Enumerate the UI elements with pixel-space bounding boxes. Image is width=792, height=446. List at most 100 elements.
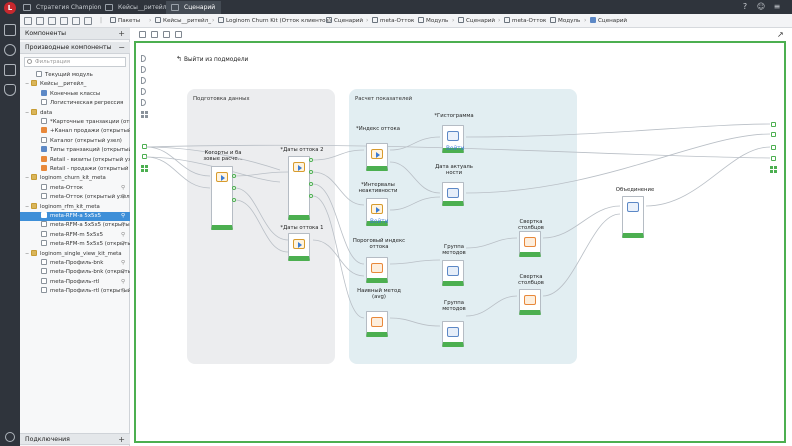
packages-icon[interactable] <box>4 24 16 36</box>
tree-toggle-icon[interactable]: − <box>25 203 30 210</box>
expand-corner-icon[interactable]: ↗ <box>777 30 784 39</box>
save-icon[interactable] <box>24 17 32 25</box>
breadcrumb-item[interactable]: meta-Отток <box>504 14 546 28</box>
run-icon[interactable] <box>60 17 68 25</box>
tree-item[interactable]: Типы транзакций (открытый ... <box>20 146 130 155</box>
expand-icon[interactable]: + <box>118 435 125 444</box>
tree-item[interactable]: Логистическая регрессия <box>20 99 130 108</box>
tree-item[interactable]: Каталог (открытый узел) <box>20 136 130 146</box>
input-port-icon[interactable] <box>141 77 146 84</box>
refresh-icon[interactable] <box>48 17 56 25</box>
tab-strategy-champion[interactable]: Стратегия Champion <box>18 1 107 14</box>
pointer-tool-icon[interactable] <box>139 31 146 38</box>
variables-port-icon[interactable] <box>141 165 148 172</box>
node-actuality-date[interactable] <box>442 182 464 206</box>
breadcrumb-item[interactable]: Loginom Churn Kit (Отток клиентов) <box>218 14 331 28</box>
tree-item[interactable]: meta-Профиль-bnk (открытый ...⚲ <box>20 268 130 277</box>
user-icon[interactable]: ☺ <box>756 2 766 11</box>
tree-item[interactable]: meta-RFM-m 5x5x5 (открытый ...⚲ <box>20 240 130 249</box>
output-port-icon[interactable] <box>309 158 313 162</box>
tree-item[interactable]: meta-RFM-a 5x5x5⚲ <box>20 212 130 222</box>
variables-port-icon[interactable] <box>770 166 777 173</box>
node-cohorts[interactable] <box>211 166 233 230</box>
tree-item[interactable]: −Кейсы__ритейл_ <box>20 80 130 89</box>
settings-icon[interactable] <box>72 17 80 25</box>
exit-submodel-button[interactable]: ↰Выйти из подмодели <box>176 55 249 63</box>
breadcrumb-item[interactable]: Сценарий <box>458 14 495 28</box>
output-port-icon[interactable] <box>771 145 776 150</box>
tree-item[interactable]: meta-RFM-a 5x5x5 (открытый ...⚲ <box>20 221 130 230</box>
undo-icon[interactable] <box>36 17 44 25</box>
node-histogram[interactable] <box>442 125 464 153</box>
input-port-icon[interactable] <box>141 99 146 106</box>
zoom-tool-icon[interactable] <box>175 31 182 38</box>
variables-port-icon[interactable] <box>141 111 148 118</box>
tab-scenario[interactable]: Сценарий <box>166 1 222 14</box>
node-inactivity-intervals[interactable] <box>366 198 388 226</box>
tree-toggle-icon[interactable]: − <box>25 81 30 88</box>
breadcrumb-item[interactable]: Сценарий <box>326 14 363 28</box>
tree-item[interactable]: meta-Профиль-bnk⚲ <box>20 259 130 268</box>
tree-toggle-icon[interactable]: − <box>25 175 30 182</box>
breadcrumb-item[interactable]: Модуль <box>418 14 448 28</box>
tree-toggle-icon[interactable]: − <box>25 250 30 257</box>
node-churn-index[interactable] <box>366 143 388 171</box>
menu-icon[interactable]: ≡ <box>773 2 781 11</box>
info-icon[interactable] <box>5 432 15 442</box>
node-union[interactable] <box>622 196 644 238</box>
tree-item[interactable]: meta-Профиль-rtl (открытый уз...⚲ <box>20 287 130 296</box>
output-port-icon[interactable] <box>232 174 236 178</box>
node-naive-method[interactable] <box>366 311 388 337</box>
tree-item[interactable]: meta-Отток (открытый узел)⚲ <box>20 193 130 202</box>
breadcrumb-item[interactable]: Кейсы__ритейл_ <box>155 14 211 28</box>
tree-item[interactable]: Конечные классы <box>20 89 130 99</box>
input-port-icon[interactable] <box>142 154 147 159</box>
connections-header[interactable]: Подключения+ <box>20 433 130 445</box>
output-port-icon[interactable] <box>309 182 313 186</box>
node-column-fold-2[interactable] <box>519 289 541 315</box>
node-threshold-index[interactable] <box>366 257 388 283</box>
collapse-icon[interactable]: − <box>118 43 125 52</box>
breadcrumb-item[interactable]: meta-Отток <box>372 14 414 28</box>
tree-item[interactable]: −loginom_single_view_kit_meta <box>20 249 130 259</box>
derived-components-header[interactable]: Производные компоненты− <box>20 42 130 54</box>
expand-icon[interactable]: + <box>118 29 125 38</box>
input-port-icon[interactable] <box>141 66 146 73</box>
breadcrumb-current[interactable]: Сценарий <box>590 14 627 28</box>
node-method-group-2[interactable] <box>442 321 464 347</box>
output-port-icon[interactable] <box>232 186 236 190</box>
tree-item[interactable]: *Карточные транзакции (отк... <box>20 118 130 127</box>
node-churn-dates-2[interactable] <box>288 156 310 220</box>
tree-item[interactable]: meta-Профиль-rtl⚲ <box>20 277 130 287</box>
tree-item[interactable]: +Канал продажи (открытый уз... <box>20 127 130 136</box>
output-port-icon[interactable] <box>309 170 313 174</box>
output-port-icon[interactable] <box>771 156 776 161</box>
input-port-icon[interactable] <box>141 88 146 95</box>
input-port-icon[interactable] <box>141 55 146 62</box>
compass-icon[interactable] <box>4 44 16 56</box>
input-port-icon[interactable] <box>142 144 147 149</box>
select-tool-icon[interactable] <box>151 31 158 38</box>
output-port-icon[interactable] <box>771 122 776 127</box>
breadcrumb-item[interactable]: Модуль <box>550 14 580 28</box>
tree-item[interactable]: Retail - визиты (открытый узел) <box>20 155 130 165</box>
output-port-icon[interactable] <box>771 132 776 137</box>
breadcrumb-item[interactable]: Пакеты <box>110 14 140 28</box>
enter-button[interactable]: Войти <box>446 146 465 152</box>
tree-item[interactable]: −data <box>20 108 130 118</box>
tree-item[interactable]: meta-Отток⚲ <box>20 183 130 193</box>
tree-toggle-icon[interactable]: − <box>25 109 30 116</box>
help-icon[interactable]: ? <box>742 2 748 11</box>
output-port-icon[interactable] <box>232 198 236 202</box>
tree-item[interactable]: Текущий модуль <box>20 71 130 80</box>
filter-input[interactable]: Фильтрация <box>24 57 126 67</box>
tree-item[interactable]: −loginom_churn_kit_meta <box>20 174 130 183</box>
node-column-fold-1[interactable] <box>519 231 541 257</box>
users-settings-icon[interactable] <box>4 84 16 96</box>
enter-button[interactable]: Войти <box>370 219 389 225</box>
tree-item[interactable]: Retail - продажи (открытый уз... <box>20 165 130 174</box>
components-header[interactable]: Компоненты+ <box>20 28 130 40</box>
node-churn-dates-1[interactable] <box>288 233 310 261</box>
tree-item[interactable]: −loginom_rfm_kit_meta <box>20 202 130 212</box>
more-icon[interactable] <box>84 17 92 25</box>
